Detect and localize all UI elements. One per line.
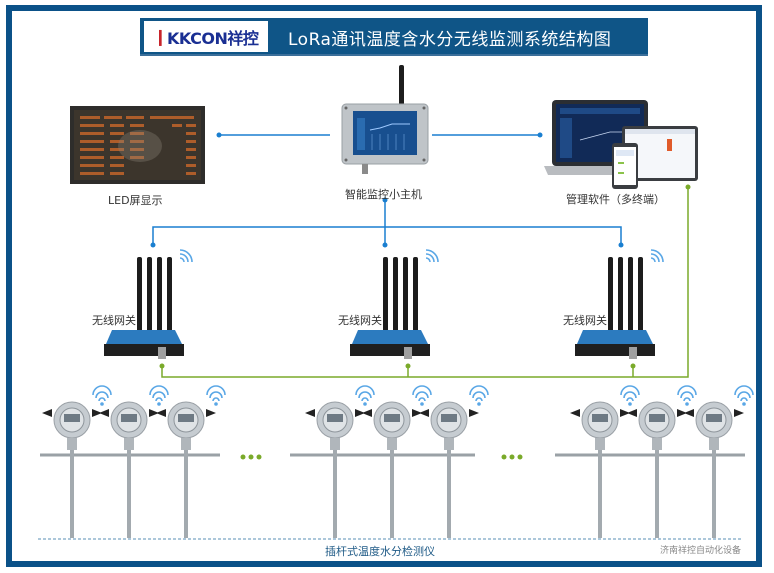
host-label: 智能监控小主机 [345, 188, 422, 201]
green-link-dots [159, 184, 691, 369]
gateway-label-3: 无线网关 [563, 314, 607, 327]
green-bus [161, 187, 689, 378]
gateway-bus [152, 226, 622, 245]
wifi-icon [677, 385, 697, 402]
sensor-icon [305, 385, 375, 450]
software-devices-icon [544, 100, 698, 189]
software-label: 管理软件（多终端） [566, 193, 665, 206]
led-screen-icon [70, 106, 205, 184]
ellipsis-dots [240, 454, 523, 460]
wifi-icon [425, 249, 439, 263]
blue-links [152, 134, 622, 245]
sensor-icon [684, 385, 754, 450]
logo: ❙ KKCON祥控 [144, 21, 268, 52]
sensor-icon [362, 385, 432, 450]
wifi-icon [650, 249, 664, 263]
gateway-label-1: 无线网关 [92, 314, 136, 327]
brand-watermark: 济南祥控自动化设备 [660, 546, 742, 556]
gateway-icon [104, 257, 184, 359]
sensor-icon [570, 385, 640, 450]
title-bar: ❙ KKCON祥控 LoRa通讯温度含水分无线监测系统结构图 [140, 18, 648, 56]
wifi-icon [355, 385, 375, 402]
gateway-icon [575, 257, 655, 359]
diagram-title: LoRa通讯温度含水分无线监测系统结构图 [288, 30, 612, 50]
led-display-label: LED屏显示 [108, 194, 163, 207]
sensor-icon [627, 385, 697, 450]
wifi-icon [620, 385, 640, 402]
logo-text: KKCON祥控 [167, 28, 259, 48]
sensor-heads [42, 385, 754, 450]
blue-link-dots [150, 132, 624, 248]
wifi-icon [412, 385, 432, 402]
gateway-label-2: 无线网关 [338, 314, 382, 327]
logo-mark-icon: ❙ [153, 27, 168, 46]
wifi-icon [149, 385, 169, 402]
sensor-icon [99, 385, 169, 450]
monitor-host-icon [341, 65, 429, 174]
sensor-group-label: 插杆式温度水分检测仪 [325, 545, 435, 558]
wifi-icon [206, 385, 226, 402]
wifi-icon [469, 385, 489, 402]
gateway-wifi-icons [179, 249, 664, 263]
wifi-icon [92, 385, 112, 402]
wifi-icon [179, 249, 193, 263]
wifi-icon [734, 385, 754, 402]
sensor-icon [419, 385, 489, 450]
gateway-icon [350, 257, 430, 359]
sensor-rods [70, 435, 716, 538]
sensor-icon [42, 385, 112, 450]
sensor-icon [156, 385, 226, 450]
gateway-icons [104, 257, 655, 359]
